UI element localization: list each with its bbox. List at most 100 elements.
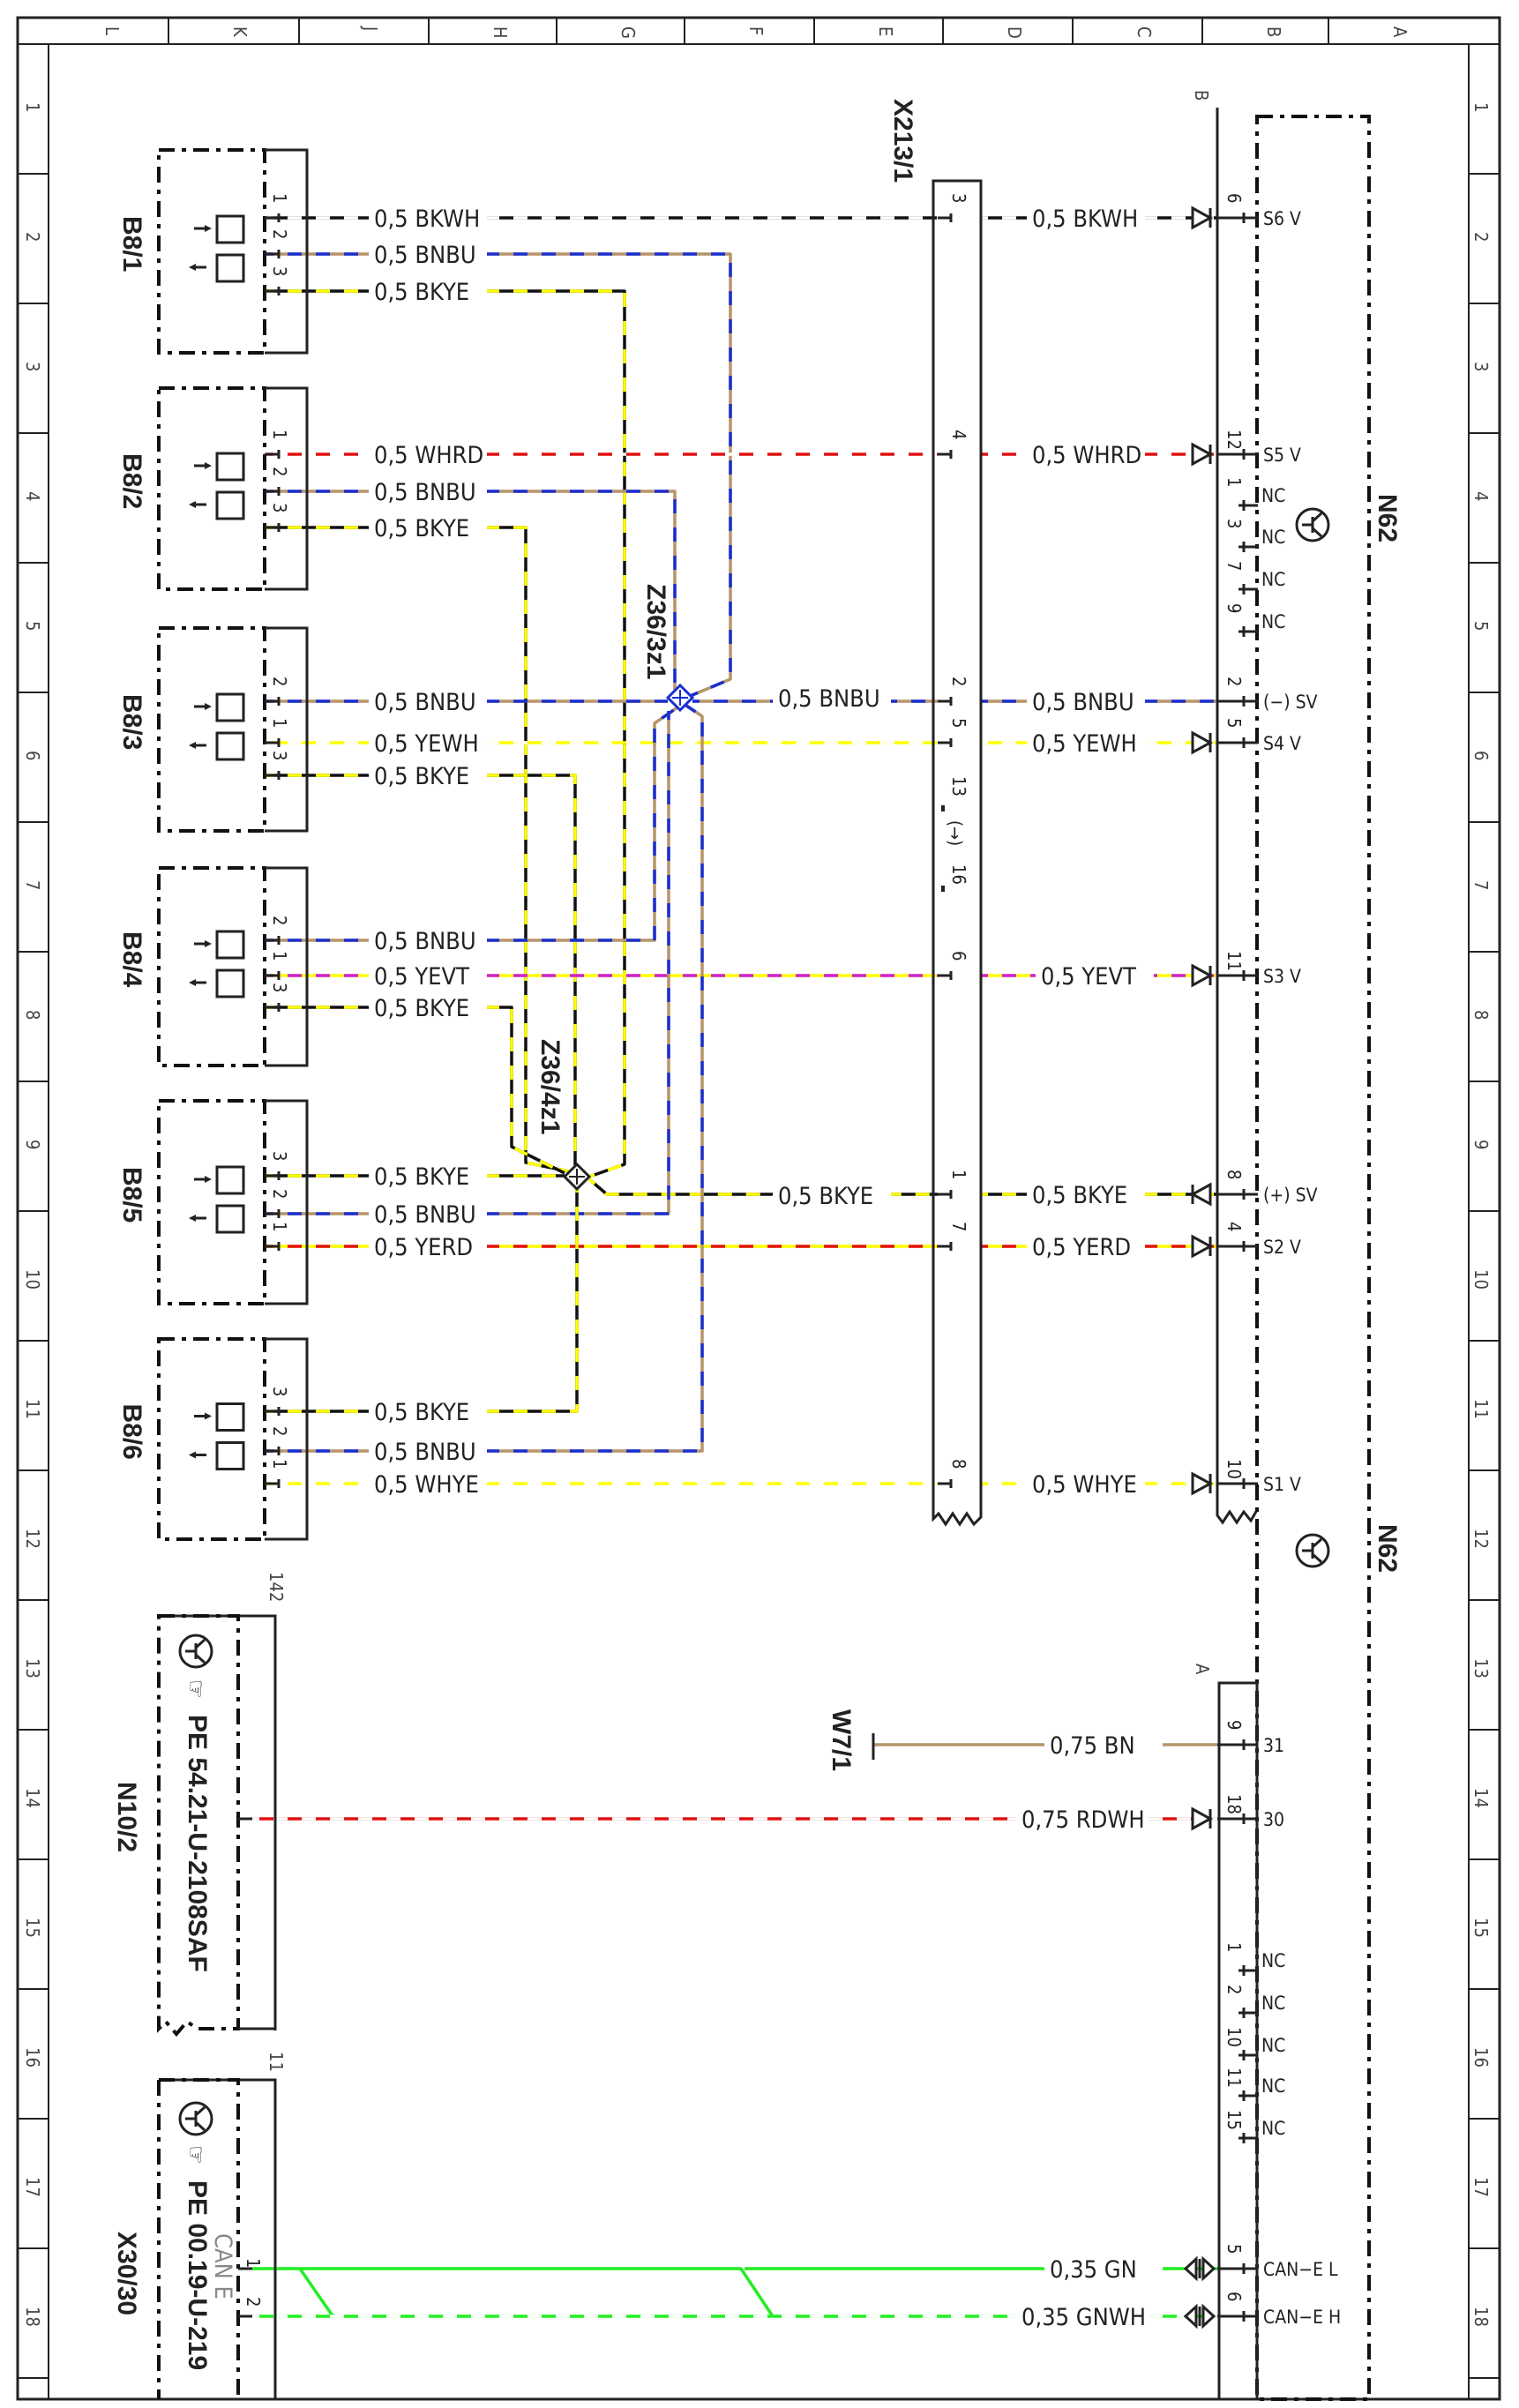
right-wire-label: 0,5 WHYE [1032,1471,1137,1499]
z36-4z1-label: Z36/4z1 [535,1039,565,1134]
sensor-pin-number: 1 [269,718,290,728]
sensor-wire-label: 0,5 WHRD [374,442,483,469]
n62-pin: 2 [1223,677,1245,686]
sensor-wire-label: 0,5 BKWH [374,206,480,233]
grid-column-label: C [1134,26,1155,38]
sensor-pin-number: 3 [269,751,290,760]
grid-row-label: 17 [1470,2177,1492,2197]
grid-column-label: D [1004,26,1025,39]
nc-label: NC [1261,527,1285,548]
pointing-hand-icon: ☞ [182,2145,209,2165]
arrow-left-icon [1189,1182,1212,1207]
sensor-pin-number: 1 [269,1222,290,1231]
wire-bkye-2 [266,526,570,1173]
sensor-pin-number: 2 [269,916,290,925]
sensor-pin-number: 1 [269,430,290,439]
grid-row-label: 5 [1470,621,1492,631]
n62-signal: S6 V [1263,208,1301,229]
n62-pin: 6 [1223,193,1245,203]
grid-row-label: 4 [22,491,43,501]
grid-row-label: 10 [22,1269,43,1290]
n62-signal: 30 [1263,1809,1284,1830]
arrow-right-icon [1191,730,1214,755]
n62-connector: B A N62 N62 [1191,90,1402,2401]
x213-pin: 8 [948,1459,969,1469]
right-wire-label: 0,5 BKYE [1032,1182,1127,1209]
arrow-bidirectional-icon [1183,2255,1198,2282]
sensor-label: B8/4 [117,931,146,988]
n62-pin: 8 [1223,1170,1245,1179]
right-wire-label: 0,5 BKWH [1032,206,1138,233]
grid-row-label: 9 [1470,1140,1492,1149]
x30-30-can-label: CAN E [209,2233,236,2300]
grid-column-label: K [229,26,251,38]
sensor-wire-label: 0,5 BKYE [374,515,469,542]
x30-30-module: 11 ☞ PE 00.19-U-219 CAN E X30/30 1 2 [112,2052,287,2399]
grid-column-label: F [745,26,767,35]
nc-pin-number: 15 [1223,2110,1245,2130]
grid-row-label: 6 [22,751,43,760]
transistor-icon [178,2101,213,2136]
nc-label: NC [1261,1950,1285,1971]
grid-row-label: 18 [1470,2307,1492,2327]
sensor-pin-number: 1 [269,1459,290,1469]
arrow-right-icon [1191,963,1214,988]
right-wire-label: 0,5 YEWH [1032,730,1137,758]
sensor-pin-number: 3 [269,503,290,512]
right-wire-label: 0,5 BNBU [1032,689,1134,716]
nc-pin-number: 3 [1223,519,1245,528]
grid-row-label: 14 [1470,1788,1492,1808]
grid-column-label: B [1263,26,1284,37]
mid-wire-label-bkye: 0,5 BKYE [778,1183,873,1210]
n62-pin: 4 [1223,1222,1245,1231]
x30-30-pin: 2 [243,2297,264,2307]
sensor-wire-label: 0,5 BNBU [374,928,476,955]
right-wire-label: 0,35 GN [1050,2256,1137,2284]
right-wire-label: 0,5 YEVT [1041,963,1136,991]
grid-row-label: 8 [22,1010,43,1020]
n62-pin: 12 [1223,430,1245,450]
nc-pin-number: 2 [1223,1985,1245,1994]
right-wire-label: 0,75 RDWH [1021,1806,1145,1834]
grid-row-label: 12 [1470,1529,1492,1549]
sensor-wire-label: 0,5 BNBU [374,479,476,506]
n62-signal: S3 V [1263,966,1301,987]
n62-label-1: N62 [1373,494,1402,542]
right-wire-label: 0,35 GNWH [1021,2304,1146,2331]
grid-row-label: 6 [1470,751,1492,760]
n10-2-module: 142 ☞ PE 54.21-U-2108SAF N10/2 [112,1572,287,2038]
grid-row-label: 3 [1470,362,1492,371]
sensor-pin-number: 2 [269,229,290,239]
arrow-right-icon [1191,1471,1214,1496]
x30-30-pin-count: 11 [266,2052,287,2072]
nc-label: NC [1261,485,1285,506]
n62-pin: 6 [1223,2292,1245,2301]
nc-pin-number: 9 [1223,603,1245,613]
wire-gn-b [300,2267,774,2317]
grid-column-label: L [101,26,123,35]
grid-column-label: E [875,26,896,36]
sensors: B8/1123B8/2123B8/3213B8/4213B8/5321B8/63… [117,148,309,1541]
grid-row-label: 15 [22,1918,43,1938]
w7-1-ground: W7/1 [827,1709,875,1771]
mid-wire-label-bnbu: 0,5 BNBU [778,685,880,713]
n62-pin: 10 [1223,1459,1245,1479]
sensor-pin-number: 1 [269,951,290,961]
connector-b-label: B [1191,90,1212,101]
grid-row-label: 8 [1470,1010,1492,1020]
grid-row-label: 10 [1470,1269,1492,1290]
x213-pin-13: 13 [948,776,969,796]
n62-signal: CAN−E H [1263,2307,1341,2328]
n62-pin: 9 [1223,1720,1245,1730]
x30-30-reference: PE 00.19-U-219 [183,2180,212,2370]
arrow-right-icon [1191,1234,1214,1259]
sensor-wire-label: 0,5 BNBU [374,1201,476,1229]
grid-row-label: 5 [22,621,43,631]
pointing-hand-icon: ☞ [182,1679,209,1699]
left-wire-labels: 0,5 BKWH 0,5 BNBU 0,5 BKYE 0,5 WHRD 0,5 BNBU… [369,202,487,1499]
